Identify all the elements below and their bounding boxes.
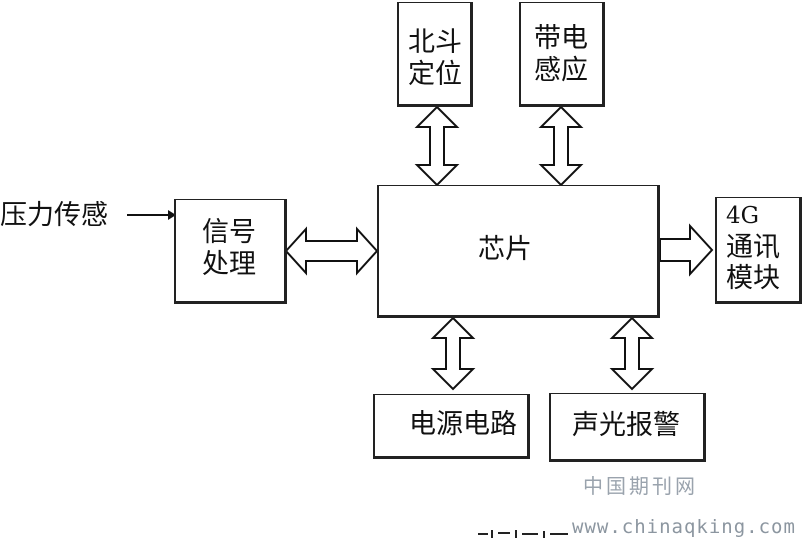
chip-block: 芯片 — [377, 185, 660, 318]
beidou-positioning-block: 北斗 定位 — [397, 2, 473, 107]
beidou-chip-double-arrow — [414, 105, 460, 187]
watermark-cn: 中国期刊网 — [583, 474, 698, 498]
power-circuit-block: 电源电路 — [373, 394, 530, 459]
pressure-sensing-label: 压力传感 — [0, 200, 108, 231]
input-arrow — [127, 210, 176, 220]
signal-chip-double-arrow — [284, 226, 379, 276]
chip-comm-arrow — [659, 223, 714, 277]
beidou-positioning-label: 北斗 定位 — [408, 27, 462, 90]
comm-module-label: 通讯 模块 — [726, 232, 780, 294]
electrification-chip-double-arrow — [538, 105, 584, 187]
sound-light-alarm-block: 声光报警 — [549, 393, 706, 462]
chip-alarm-double-arrow — [609, 316, 655, 391]
chip-label: 芯片 — [478, 234, 532, 265]
comm-4g-label: 4G — [726, 203, 760, 229]
watermark-url: www.chinaqking.com — [572, 516, 796, 538]
signal-processing-label: 信号 处理 — [202, 217, 256, 280]
electrification-sensing-label: 带电 感应 — [534, 23, 588, 86]
comm-4g-module-block: 4G 通讯 模块 — [715, 197, 802, 304]
electrification-sensing-block: 带电 感应 — [519, 2, 605, 107]
signal-processing-block: 信号 处理 — [174, 199, 287, 304]
power-circuit-label: 电源电路 — [409, 409, 517, 440]
sound-light-alarm-label: 声光报警 — [572, 410, 680, 441]
faded-text-scribble — [478, 530, 568, 538]
chip-power-double-arrow — [430, 316, 476, 391]
